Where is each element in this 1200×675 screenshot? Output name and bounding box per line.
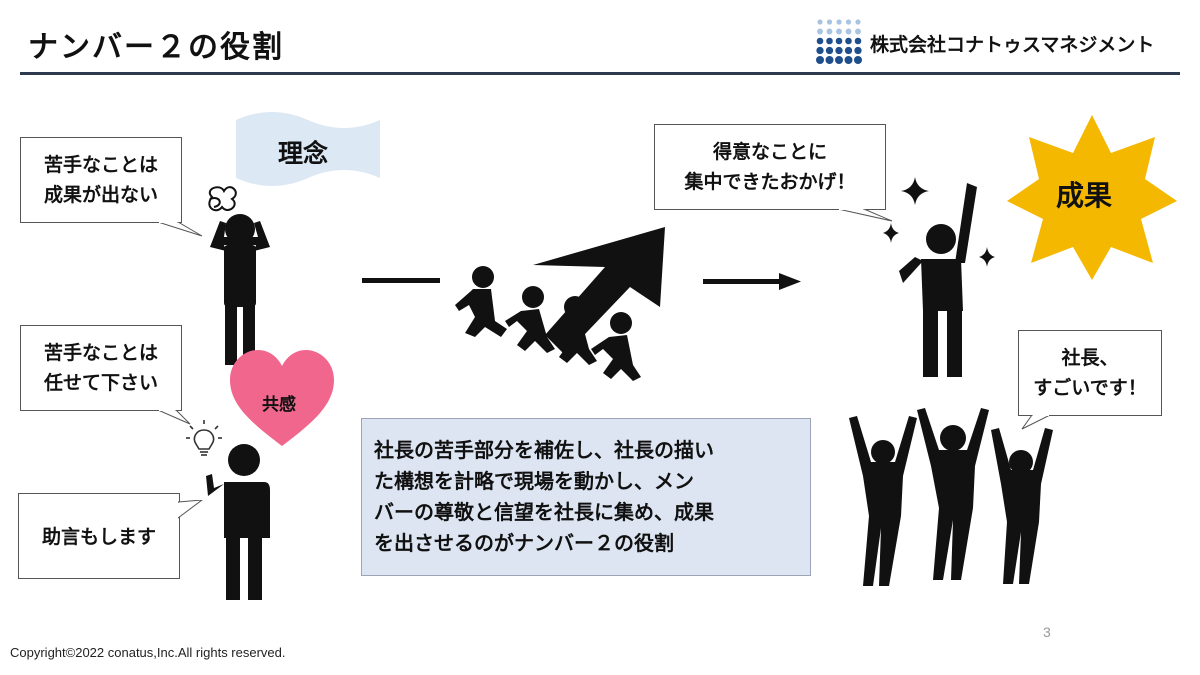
logo-dot bbox=[826, 28, 833, 35]
summary-line: バーの尊敬と信望を社長に集め、成果 bbox=[374, 500, 714, 524]
logo-dot bbox=[854, 46, 862, 55]
logo-dot bbox=[825, 56, 834, 64]
logo-dot bbox=[825, 46, 834, 55]
star-label: 成果 bbox=[1056, 179, 1113, 212]
summary-line: た構想を計略で現場を動かし、メン bbox=[374, 469, 694, 493]
heart-label: 共感 bbox=[262, 395, 296, 415]
bubble-tail bbox=[837, 209, 893, 222]
bubble-line: 得意なことに bbox=[712, 141, 827, 163]
bubble-tail bbox=[178, 500, 203, 519]
speech-bubble-leave-weak: 苦手なことは 任せて下さい bbox=[20, 325, 182, 411]
advisor-person-icon bbox=[186, 420, 270, 600]
logo-dot bbox=[826, 37, 833, 45]
logo-dot bbox=[854, 56, 862, 64]
sparkle-icon bbox=[883, 177, 995, 267]
bubble-line: 助言もします bbox=[41, 526, 156, 548]
bubble-line: すごいです！ bbox=[1033, 377, 1147, 399]
company-name: 株式会社コナトゥスマネジメント bbox=[870, 34, 1155, 56]
logo-dot bbox=[817, 28, 823, 35]
running-team-icon bbox=[455, 227, 665, 381]
company-logo-icon bbox=[816, 19, 862, 64]
logo-dot bbox=[835, 46, 843, 55]
speech-bubble-advice: 助言もします bbox=[18, 493, 180, 579]
connector-line bbox=[362, 278, 440, 283]
lightbulb-icon bbox=[186, 420, 222, 456]
logo-dot bbox=[844, 46, 853, 55]
bubble-line: 苦手なことは bbox=[43, 342, 158, 364]
logo-dot bbox=[845, 19, 852, 25]
logo-dot bbox=[854, 37, 862, 45]
logo-dot bbox=[835, 56, 843, 64]
bubble-tail bbox=[157, 222, 203, 237]
logo-dot bbox=[845, 37, 852, 45]
page-title: ナンバー２の役割 bbox=[28, 30, 284, 65]
summary-line: を出させるのがナンバー２の役割 bbox=[374, 531, 674, 555]
bubble-line: 成果が出ない bbox=[43, 184, 158, 206]
logo-dot bbox=[826, 19, 833, 25]
logo-dot bbox=[816, 46, 824, 55]
logo-dot bbox=[816, 37, 824, 45]
bubble-line: 苦手なことは bbox=[43, 154, 158, 176]
flag-label: 理念 bbox=[278, 139, 329, 168]
speech-bubble-amazing: 社長、 すごいです！ bbox=[1018, 330, 1162, 416]
bubble-tail bbox=[157, 410, 191, 425]
logo-dot bbox=[836, 19, 842, 25]
logo-dot bbox=[816, 56, 824, 64]
logo-dot bbox=[836, 28, 842, 35]
logo-dot bbox=[855, 19, 861, 25]
result-star-icon bbox=[1007, 115, 1177, 280]
bubble-line: 社長、 bbox=[1061, 347, 1119, 369]
logo-dot bbox=[845, 28, 852, 35]
logo-dot bbox=[835, 37, 843, 45]
cheering-person-icon bbox=[883, 177, 995, 377]
logo-dot bbox=[844, 56, 853, 64]
arrow-right-icon bbox=[703, 273, 801, 290]
bubble-line: 集中できたおかげ！ bbox=[684, 171, 856, 193]
philosophy-flag-icon bbox=[236, 112, 380, 186]
logo-dot bbox=[855, 28, 861, 35]
summary-line: 社長の苦手部分を補佐し、社長の描い bbox=[374, 438, 714, 462]
frustrated-person-icon bbox=[208, 186, 270, 365]
summary-box: 社長の苦手部分を補佐し、社長の描い た構想を計略で現場を動かし、メン バーの尊敬… bbox=[361, 418, 811, 576]
empathy-heart-icon bbox=[230, 350, 334, 446]
speech-bubble-focused: 得意なことに 集中できたおかげ！ bbox=[654, 124, 886, 210]
logo-dot bbox=[817, 19, 823, 25]
header-divider bbox=[20, 72, 1180, 75]
cheering-group-icon bbox=[849, 408, 1053, 586]
copyright-notice: Copyright©2022 conatus,Inc.All rights re… bbox=[10, 645, 286, 660]
bubble-line: 任せて下さい bbox=[43, 372, 158, 394]
speech-bubble-weak-no-result: 苦手なことは 成果が出ない bbox=[20, 137, 182, 223]
page-number: 3 bbox=[1043, 624, 1051, 640]
bubble-tail bbox=[1021, 415, 1051, 430]
